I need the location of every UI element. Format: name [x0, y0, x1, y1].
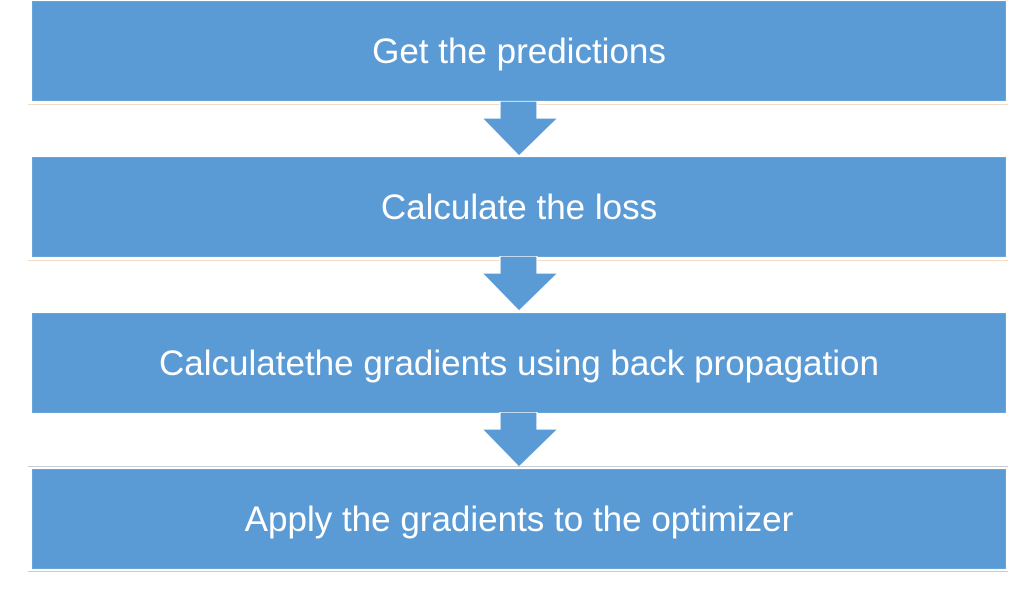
down-arrow-icon [481, 412, 559, 468]
down-arrow-icon [481, 256, 559, 312]
step-box-calculate-gradients: Calculatethe gradients using back propag… [32, 313, 1006, 413]
down-arrow-icon [481, 101, 559, 157]
step-box-get-predictions: Get the predictions [32, 1, 1006, 101]
step-label: Calculatethe gradients using back propag… [159, 343, 879, 383]
step-label: Apply the gradients to the optimizer [244, 499, 794, 539]
step-box-calculate-loss: Calculate the loss [32, 157, 1006, 257]
separator-line [28, 571, 1008, 572]
separator-line [28, 466, 1008, 467]
step-label: Get the predictions [372, 31, 666, 71]
step-label: Calculate the loss [380, 187, 658, 227]
step-box-apply-gradients: Apply the gradients to the optimizer [32, 469, 1006, 569]
